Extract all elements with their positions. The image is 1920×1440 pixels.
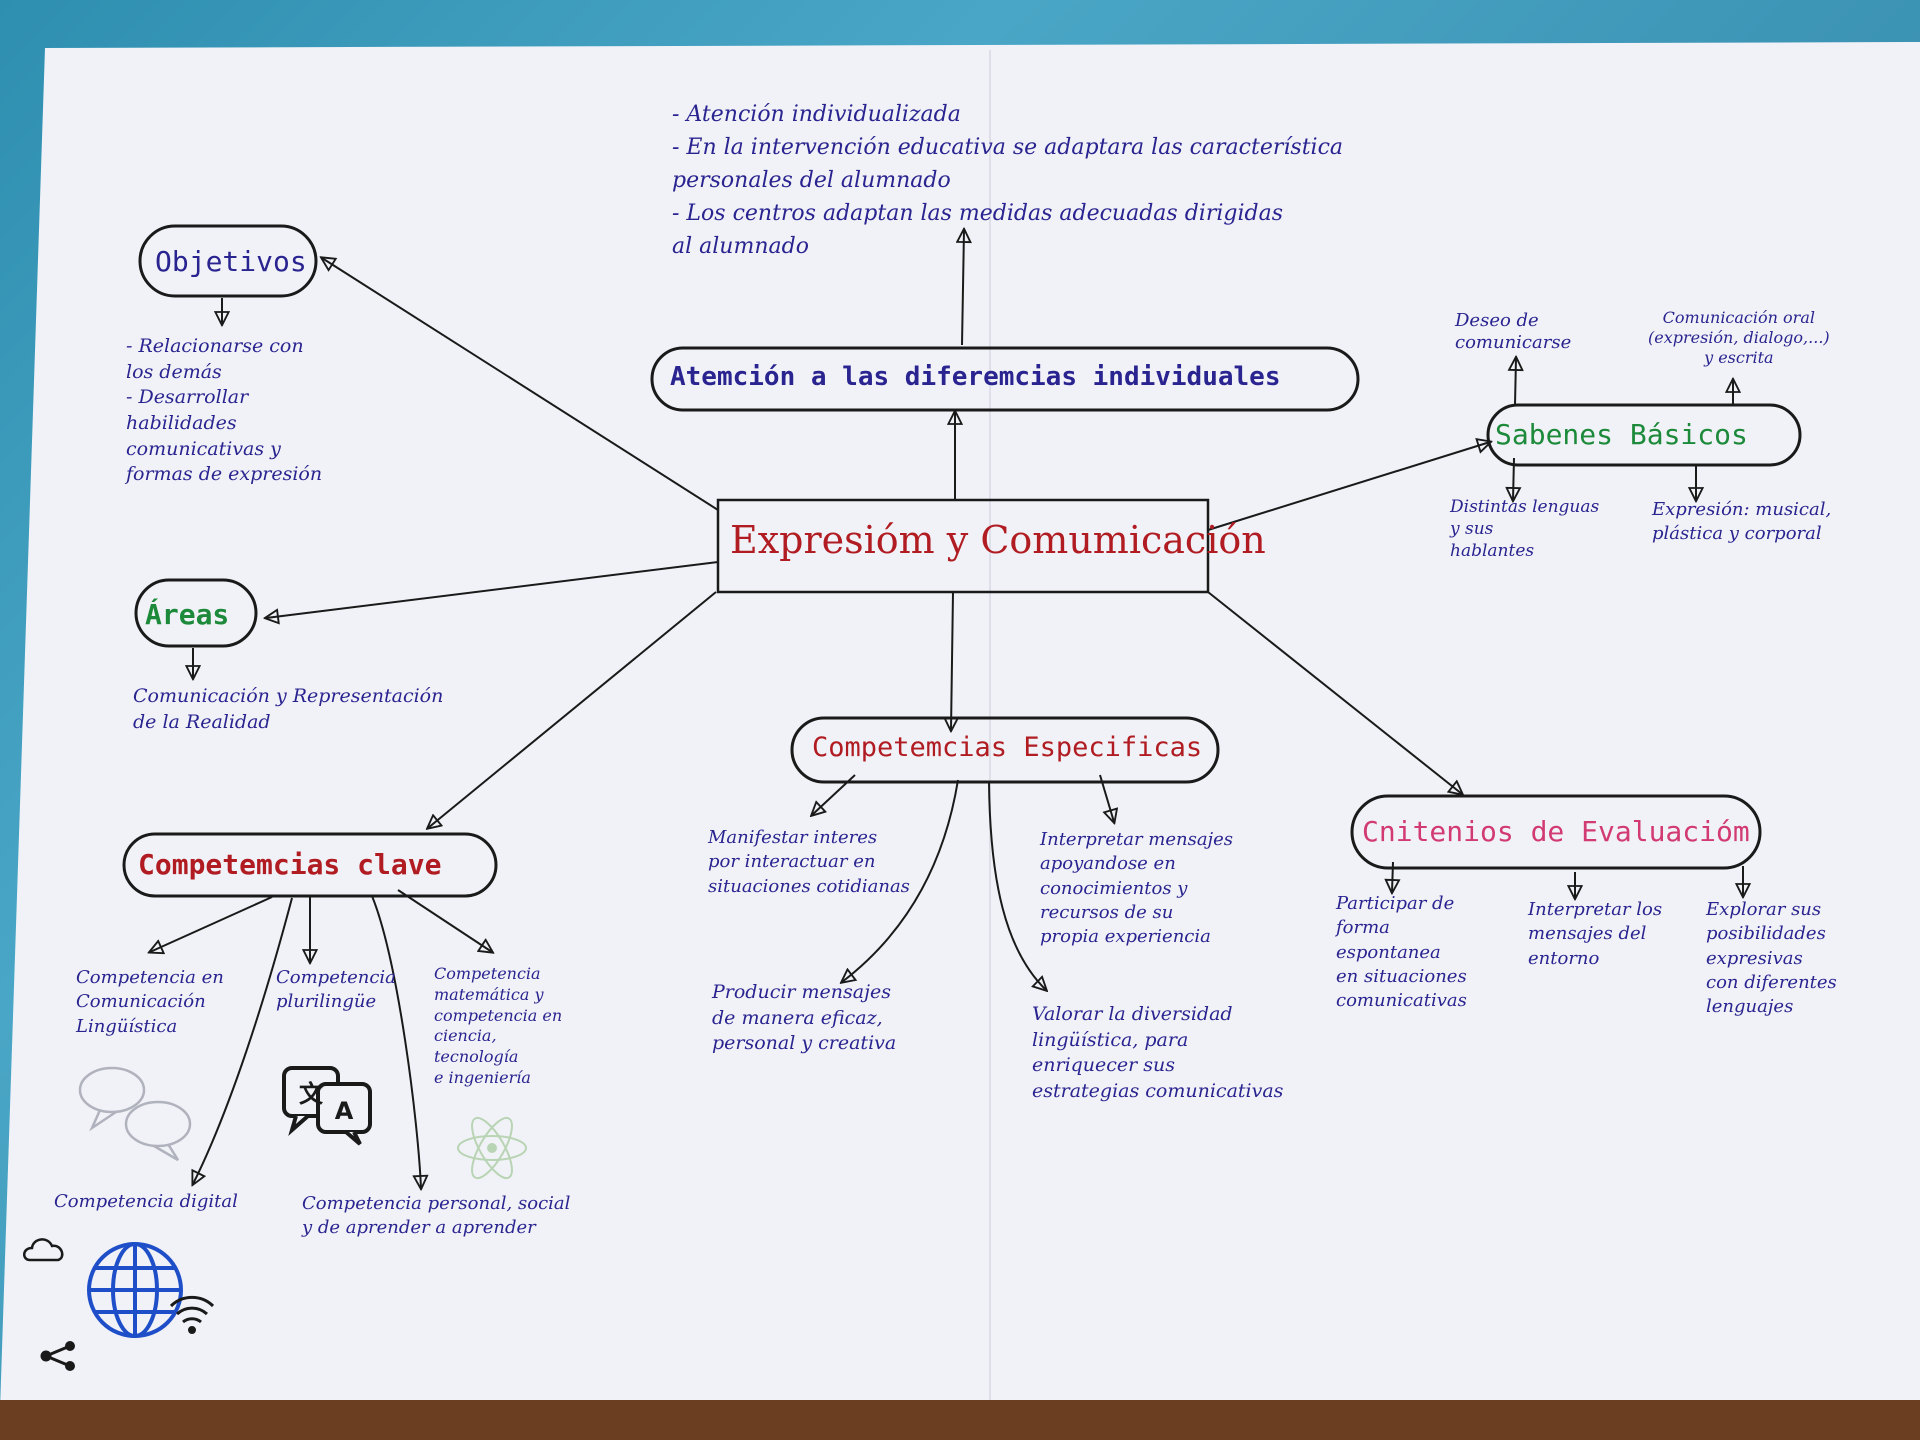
translate-glyph-a: A bbox=[335, 1097, 354, 1125]
central-title: Expresióm y Comumicación bbox=[730, 518, 1266, 562]
saberes-box bbox=[1486, 403, 1802, 467]
edge-central-clave bbox=[428, 591, 717, 828]
share-icon bbox=[40, 1341, 75, 1371]
translate-icon bbox=[282, 1066, 372, 1146]
clave-box bbox=[122, 832, 498, 898]
areas-title: Áreas bbox=[145, 598, 230, 631]
saberes-item-3: Distintas lenguas y sus hablantes bbox=[1450, 497, 1600, 562]
objetivos-title: Objetivos bbox=[155, 245, 307, 278]
especificas-item-1: Manifestar interes por interactuar en si… bbox=[708, 827, 910, 897]
saberes-item-2: Comunicación oral (expresión, dialogo,..… bbox=[1648, 308, 1830, 367]
atencion-notes: - Atención individualizada - En la inter… bbox=[672, 102, 1344, 259]
especificas-box bbox=[790, 716, 1220, 784]
globe-icon bbox=[87, 1242, 183, 1338]
criterios-title: Cnitenios de Evaluacióm bbox=[1362, 815, 1750, 848]
edge-central-especificas bbox=[951, 591, 953, 730]
atom-icon bbox=[457, 1116, 527, 1180]
saberes-title: Sabenes Básicos bbox=[1495, 418, 1748, 451]
clave-item-1: Competencia en Comunicación Lingüística bbox=[76, 967, 224, 1037]
atencion-title: Atemción a las diferemcias individuales bbox=[670, 362, 1281, 392]
especificas-item-2: Interpretar mensajes apoyandose en conoc… bbox=[1040, 829, 1234, 948]
connectors bbox=[150, 230, 1743, 1188]
areas-box bbox=[134, 578, 258, 648]
edge-clave-1 bbox=[150, 896, 273, 952]
table-edge bbox=[0, 1400, 1920, 1440]
edge-central-criterios bbox=[1207, 591, 1462, 794]
edge-clave-3 bbox=[397, 889, 492, 952]
wifi-icon bbox=[169, 1295, 215, 1334]
paper bbox=[0, 42, 1920, 1410]
objetivos-box bbox=[138, 224, 318, 298]
central-box bbox=[716, 498, 1210, 594]
edge-esp-3 bbox=[842, 779, 959, 982]
edge-central-areas bbox=[266, 561, 719, 618]
edge-central-objetivos bbox=[322, 258, 719, 511]
clave-item-4: Competencia digital bbox=[54, 1191, 238, 1212]
clave-item-5: Competencia personal, social y de aprend… bbox=[302, 1193, 571, 1239]
chat-bubbles-icon bbox=[78, 1066, 192, 1162]
cloud-icon bbox=[23, 1238, 64, 1262]
saberes-item-4: Expresión: musical, plástica y corporal bbox=[1652, 499, 1832, 545]
criterios-item-3: Explorar sus posibilidades expresivas co… bbox=[1706, 899, 1837, 1018]
saberes-item-1: Deseo de comunicarse bbox=[1455, 310, 1572, 353]
especificas-item-3: Producir mensajes de manera eficaz, pers… bbox=[712, 981, 897, 1055]
objetivos-notes: - Relacionarse con los demás - Desarroll… bbox=[126, 335, 323, 486]
areas-notes: Comunicación y Representación de la Real… bbox=[133, 685, 444, 733]
translate-glyph-b: 文 bbox=[299, 1080, 324, 1108]
especificas-title: Competemcias Especificas bbox=[812, 732, 1203, 763]
criterios-item-2: Interpretar los mensajes del entorno bbox=[1528, 899, 1663, 969]
clave-item-3: Competencia matemática y competencia en … bbox=[434, 964, 563, 1087]
edge-saberes-1 bbox=[1515, 358, 1516, 406]
edge-clave-4 bbox=[193, 897, 293, 1184]
clave-item-2: Competencia plurilingüe bbox=[276, 967, 396, 1013]
criterios-item-1: Participar de forma espontanea en situac… bbox=[1336, 893, 1467, 1012]
especificas-item-4: Valorar la diversidad lingüística, para … bbox=[1032, 1003, 1284, 1102]
edge-esp-4 bbox=[988, 781, 1046, 990]
atencion-box bbox=[650, 346, 1360, 412]
edge-central-saberes bbox=[1207, 442, 1490, 531]
edge-clave-5 bbox=[371, 895, 421, 1188]
clave-title: Competemcias clave bbox=[138, 848, 442, 881]
edge-atencion-notes bbox=[962, 230, 964, 346]
criterios-box bbox=[1350, 794, 1762, 870]
